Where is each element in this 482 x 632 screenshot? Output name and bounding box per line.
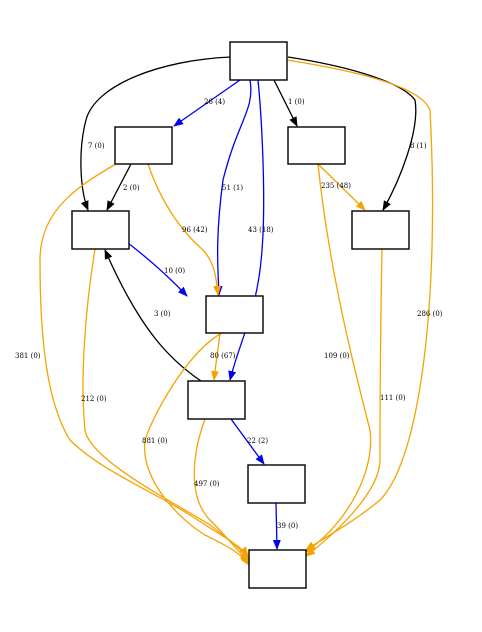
edge-labels-layer: 26 (4) 1 (0) 7 (0) 8 (1) 51 (1) 43 (18) 286 (0… (15, 98, 443, 530)
node-n6 (187, 380, 246, 420)
edge-label-n6-to-n2: 3 (0) (154, 310, 171, 318)
edge-n5-to-n6 (211, 332, 221, 381)
node-n5 (205, 295, 264, 334)
edge-n1-to-n2 (106, 163, 132, 211)
edge-label-n0-to-n4: 8 (1) (410, 142, 427, 150)
edge-n0-to-n6 (228, 79, 265, 381)
node-n8 (248, 549, 307, 589)
edge-label-n7-to-n8: 39 (0) (277, 522, 298, 530)
edge-n6-to-n7 (230, 418, 265, 465)
edge-n1-to-n5 (147, 163, 222, 296)
edge-n2-to-n5 (127, 242, 188, 297)
edge-label-n2-to-n5: 10 (0) (164, 267, 185, 275)
edge-n4-to-n8 (305, 248, 383, 557)
edge-label-n1-to-n5: 96 (42) (182, 226, 208, 234)
node-n1 (114, 126, 173, 165)
edge-n6-to-n8 (193, 418, 250, 563)
edge-n3-to-n4 (317, 163, 366, 211)
edge-label-n0-to-n8: 286 (0) (417, 310, 443, 318)
edge-n3-to-n8 (305, 163, 372, 553)
node-n0 (229, 41, 288, 81)
edge-n0-to-n4 (287, 56, 417, 211)
edges-layer (39, 56, 434, 566)
edge-n5-to-n8 (144, 332, 250, 566)
edge-n0-to-n1 (173, 79, 241, 127)
edge-label-n1-to-n8: 381 (0) (15, 352, 41, 360)
node-n4 (351, 210, 410, 250)
edge-label-n5-to-n8: 881 (0) (142, 437, 168, 445)
edge-label-n0-to-n5: 51 (1) (222, 184, 243, 192)
node-n7 (247, 464, 306, 504)
edge-n0-to-n2 (80, 56, 232, 211)
edge-label-n5-to-n6: 80 (67) (210, 352, 236, 360)
edge-n1-to-n8 (39, 163, 249, 557)
edge-n0-to-n8 (286, 59, 434, 551)
edge-label-n3-to-n8: 109 (0) (324, 352, 350, 360)
edge-label-n6-to-n7: 22 (2) (247, 437, 268, 445)
node-n3 (287, 126, 346, 165)
edge-label-n1-to-n2: 2 (0) (123, 184, 140, 192)
edge-label-n0-to-n1: 26 (4) (204, 98, 225, 106)
edge-label-n0-to-n3: 1 (0) (288, 98, 305, 106)
edge-n0-to-n3 (273, 79, 298, 127)
edge-n7-to-n8 (272, 502, 281, 550)
edge-label-n4-to-n8: 111 (0) (380, 394, 406, 402)
edge-n0-to-n5 (214, 79, 252, 296)
edge-label-n3-to-n4: 235 (48) (321, 182, 351, 190)
node-n2 (71, 210, 130, 250)
edge-n6-to-n2 (104, 249, 202, 382)
edge-label-n0-to-n6: 43 (18) (248, 226, 274, 234)
edge-label-n2-to-n8: 212 (0) (81, 395, 107, 403)
edge-label-n6-to-n8: 497 (0) (194, 480, 220, 488)
edge-label-n0-to-n2: 7 (0) (88, 142, 105, 150)
nodes-layer (71, 41, 410, 589)
